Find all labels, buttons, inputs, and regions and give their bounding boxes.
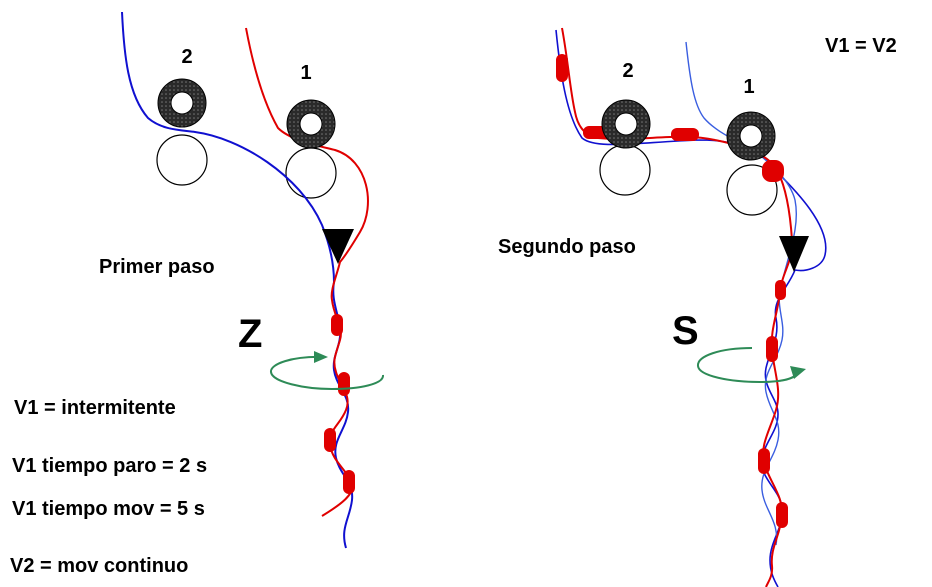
right-roller-1-top <box>726 111 776 161</box>
right-yarn-guide <box>779 236 809 272</box>
right-roller-2-bottom <box>599 144 651 196</box>
left-roller-1-label: 1 <box>300 62 311 84</box>
right-knot-6 <box>766 336 778 362</box>
right-twist-arrow <box>697 347 806 384</box>
condition-v1-move-time: V1 tiempo mov = 5 s <box>12 498 205 520</box>
right-knot-8 <box>776 502 788 528</box>
left-roller-2-bottom <box>156 134 208 186</box>
left-twist-letter: Z <box>238 312 262 356</box>
left-roller-2-top <box>157 78 207 128</box>
right-roller-1-label: 1 <box>743 76 754 98</box>
right-roller-2-top <box>601 99 651 149</box>
left-yarn-guide <box>322 229 354 264</box>
condition-v2-mode: V2 = mov continuo <box>10 555 188 577</box>
conditions-list: V1 = intermitente V1 tiempo paro = 2 s V… <box>10 397 207 577</box>
right-knot-7 <box>758 448 770 474</box>
left-knot-4 <box>343 470 355 494</box>
left-twist-arrow <box>270 351 384 391</box>
left-knot-3 <box>324 428 336 452</box>
condition-v1-stop-time: V1 tiempo paro = 2 s <box>12 455 207 477</box>
left-panel: 2 1 Primer paso Z <box>99 11 384 549</box>
left-knot-1 <box>331 314 343 336</box>
right-knot-3 <box>671 128 699 141</box>
left-step-label: Primer paso <box>99 256 215 278</box>
right-knot-4 <box>762 160 784 182</box>
left-roller-2-label: 2 <box>181 46 192 68</box>
right-red-yarn <box>561 27 794 587</box>
right-step-label: Segundo paso <box>498 236 636 258</box>
left-knot-2 <box>338 372 350 396</box>
right-panel: 2 1 Segundo paso S V1 = V2 <box>498 27 897 587</box>
condition-v1-mode: V1 = intermitente <box>14 397 176 419</box>
left-roller-1-top <box>286 99 336 149</box>
left-roller-1-bottom <box>285 147 337 199</box>
right-twist-letter: S <box>672 309 699 353</box>
right-knot-5 <box>775 280 786 300</box>
right-roller-2-label: 2 <box>622 60 633 82</box>
speed-relation-label: V1 = V2 <box>825 35 897 57</box>
right-knot-1 <box>556 54 568 82</box>
